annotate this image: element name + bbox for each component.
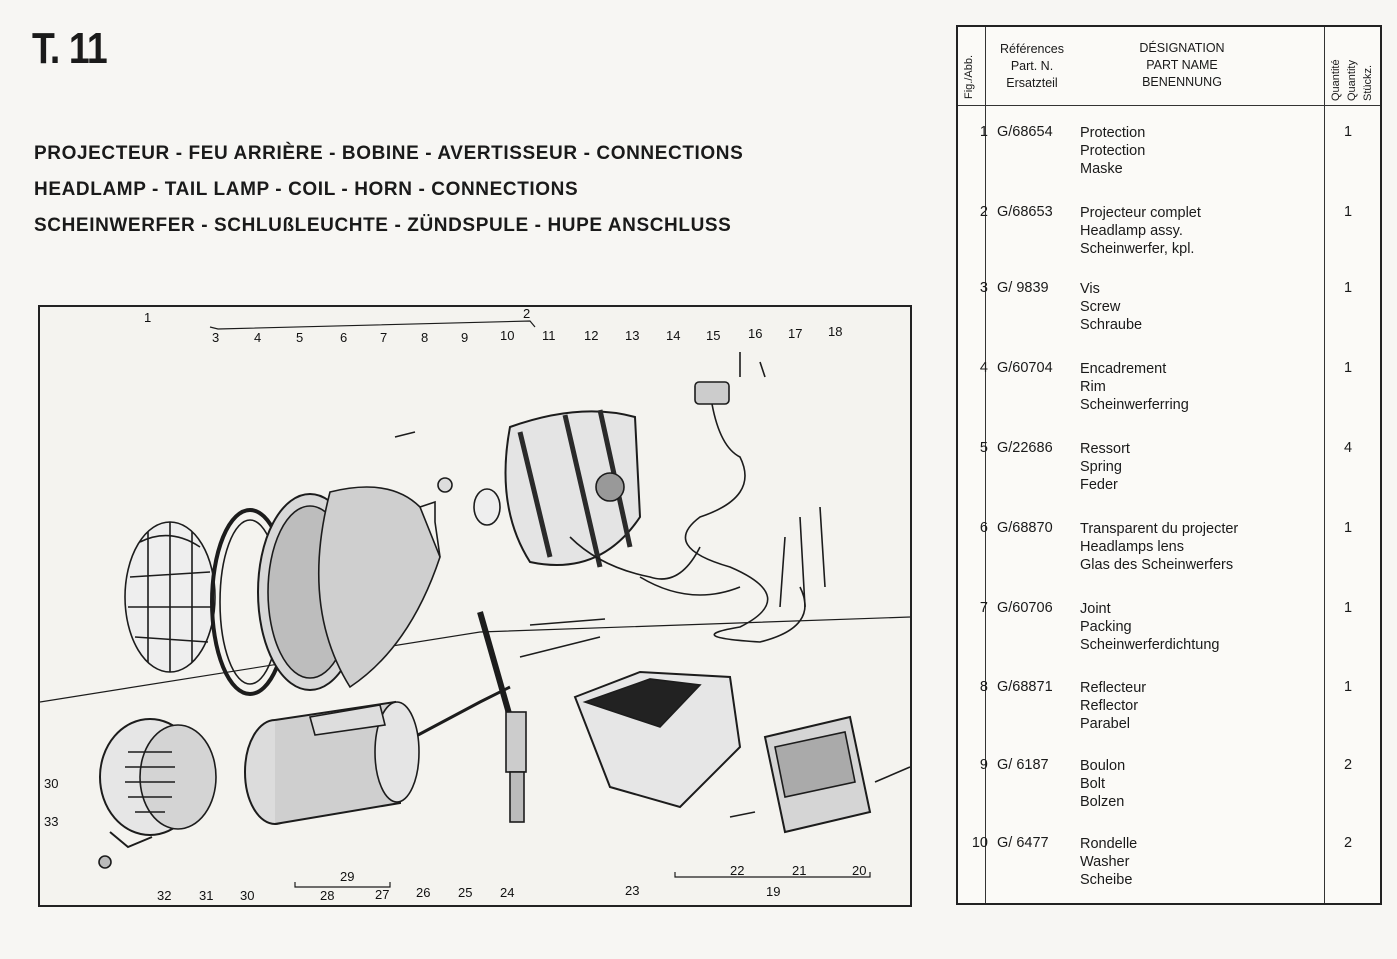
row-reference: G/60704 [997,360,1053,376]
callout-7: 7 [380,330,387,345]
row-reference: G/ 6187 [997,757,1049,773]
callout-9: 9 [461,330,468,345]
row-quantity: 1 [1343,280,1353,296]
header-quantity: Quantité Quantity Stückz. [1330,59,1374,101]
row-quantity: 1 [1343,204,1353,220]
row-quantity: 1 [1343,600,1353,616]
row-quantity: 2 [1343,757,1353,773]
callout-31: 31 [199,888,213,903]
row-quantity: 1 [1343,520,1353,536]
row-quantity: 1 [1343,124,1353,140]
callout-15: 15 [706,328,720,343]
callout-14: 14 [666,328,680,343]
row-quantity: 4 [1343,440,1353,456]
row-fig: 10 [971,835,988,851]
headlamp-reflector [318,486,441,689]
callout-3: 3 [212,330,219,345]
callout-10: 10 [500,328,514,343]
callout-26: 26 [416,885,430,900]
callout-28: 28 [320,888,334,903]
callout-11: 11 [542,328,556,343]
callout-22: 22 [730,863,744,878]
callout-13: 13 [625,328,639,343]
ignition-coil [244,700,420,825]
callout-23: 23 [625,883,639,898]
callout-20: 20 [852,863,866,878]
callout-29: 29 [340,869,354,884]
callout-21: 21 [792,863,806,878]
callout-19: 19 [766,884,780,899]
row-reference: G/68653 [997,204,1053,220]
row-fig: 3 [979,280,988,296]
title-line-en: HEADLAMP - TAIL LAMP - COIL - HORN - CON… [34,179,579,200]
row-quantity: 2 [1343,835,1353,851]
header-fig: Fig./Abb. [963,54,975,99]
callout-32: 32 [157,888,171,903]
callout-1: 1 [144,310,151,325]
callout-25: 25 [458,885,472,900]
callout-2: 2 [523,307,530,321]
diagram-callouts: 1 2 3 4 5 6 7 8 9 10 11 12 13 14 15 16 1… [44,307,866,903]
callout-18: 18 [828,324,842,339]
callout-33: 33 [44,814,58,829]
row-reference: G/22686 [997,440,1053,456]
row-fig: 5 [979,440,988,456]
row-reference: G/68870 [997,520,1053,536]
header-designation: DÉSIGNATION PART NAME BENENNUNG [1139,41,1225,89]
row-reference: G/ 6477 [997,835,1049,851]
row-reference: G/60706 [997,600,1053,616]
callout-6: 6 [340,330,347,345]
callout-4: 4 [254,330,261,345]
callout-5: 5 [296,330,303,345]
row-fig: 8 [979,679,988,695]
callout-30a: 30 [240,888,254,903]
row-fig: 1 [979,124,988,140]
page-title: PROJECTEUR - FEU ARRIÈRE - BOBINE - AVER… [34,136,743,244]
row-fig: 9 [979,757,988,773]
parts-table: Fig./Abb. Références Part. N. Ersatzteil… [956,25,1382,905]
callout-17: 17 [788,326,802,341]
header-reference: Références Part. N. Ersatzteil [1000,42,1064,90]
callout-27: 27 [375,887,389,902]
callout-12: 12 [584,328,598,343]
row-quantity: 1 [1343,360,1353,376]
row-fig: 7 [979,600,988,616]
row-reference: G/ 9839 [997,280,1049,296]
callout-30b: 30 [44,776,58,791]
exploded-view-drawing: 1 2 3 4 5 6 7 8 9 10 11 12 13 14 15 16 1… [40,307,910,903]
row-fig: 6 [979,520,988,536]
page-number: T. 11 [32,24,108,73]
title-line-de: SCHEINWERFER - SCHLUßLEUCHTE - ZÜNDSPULE… [34,215,732,236]
row-fig: 4 [979,360,988,376]
row-reference: G/68871 [997,679,1053,695]
callout-8: 8 [421,330,428,345]
exploded-parts-diagram: 1 2 3 4 5 6 7 8 9 10 11 12 13 14 15 16 1… [38,305,912,907]
callout-16: 16 [748,326,762,341]
row-fig: 2 [979,204,988,220]
row-quantity: 1 [1343,679,1353,695]
row-reference: G/68654 [997,124,1053,140]
callout-24: 24 [500,885,514,900]
title-line-fr: PROJECTEUR - FEU ARRIÈRE - BOBINE - AVER… [34,143,744,164]
